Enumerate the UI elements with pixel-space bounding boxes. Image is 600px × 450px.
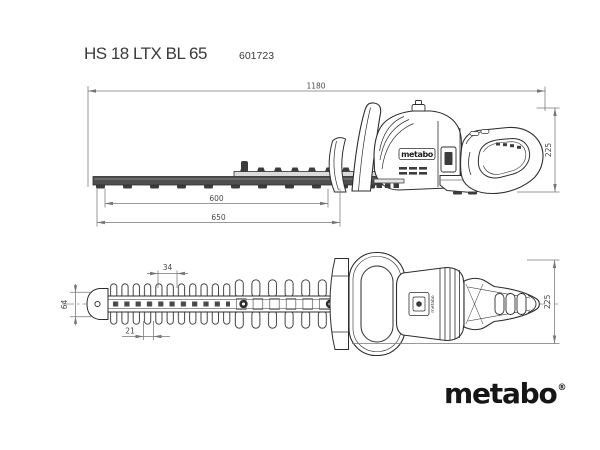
dim-overall-length: 1180 [306, 81, 325, 90]
top-view-dim-arrows [73, 260, 557, 344]
side-motor-housing: metabo [373, 100, 463, 191]
top-rear-handle [463, 277, 540, 331]
housing-brand-label: metabo [401, 150, 434, 159]
side-view-dim-arrows [88, 89, 557, 225]
housing-vents [399, 167, 427, 175]
article-number: 601723 [239, 50, 275, 62]
logo-wordmark: metabo [444, 377, 558, 410]
blade-bolt [241, 161, 248, 172]
dim-cutting-length: 600 [209, 194, 224, 203]
side-view-dimensions [87, 86, 560, 227]
dim-blade-length: 650 [211, 213, 226, 222]
battery-slot-ribs [439, 268, 460, 340]
grip-texture [496, 142, 521, 149]
dim-blade-width: 64 [60, 300, 69, 310]
dim-tooth-spacing: 34 [163, 263, 173, 272]
top-hand-guard [329, 258, 349, 350]
top-blade [86, 279, 401, 329]
registered-trademark-icon: ® [557, 383, 567, 393]
dim-body-width: 225 [543, 294, 552, 309]
side-blade [92, 161, 391, 189]
side-view: metabo [87, 81, 560, 227]
top-motor-housing: metabo [395, 266, 465, 342]
dim-tooth-gap: 21 [125, 327, 135, 336]
top-bow-handle [348, 251, 406, 357]
side-rear-handle [460, 126, 544, 195]
dim-height: 225 [544, 143, 553, 158]
housing-brand-label-top: metabo [430, 295, 436, 313]
top-view: metabo [60, 251, 560, 357]
page-title: HS 18 LTX BL 65 [84, 44, 207, 63]
metabo-logo: metabo® [444, 377, 567, 410]
side-hand-guard [328, 137, 347, 193]
